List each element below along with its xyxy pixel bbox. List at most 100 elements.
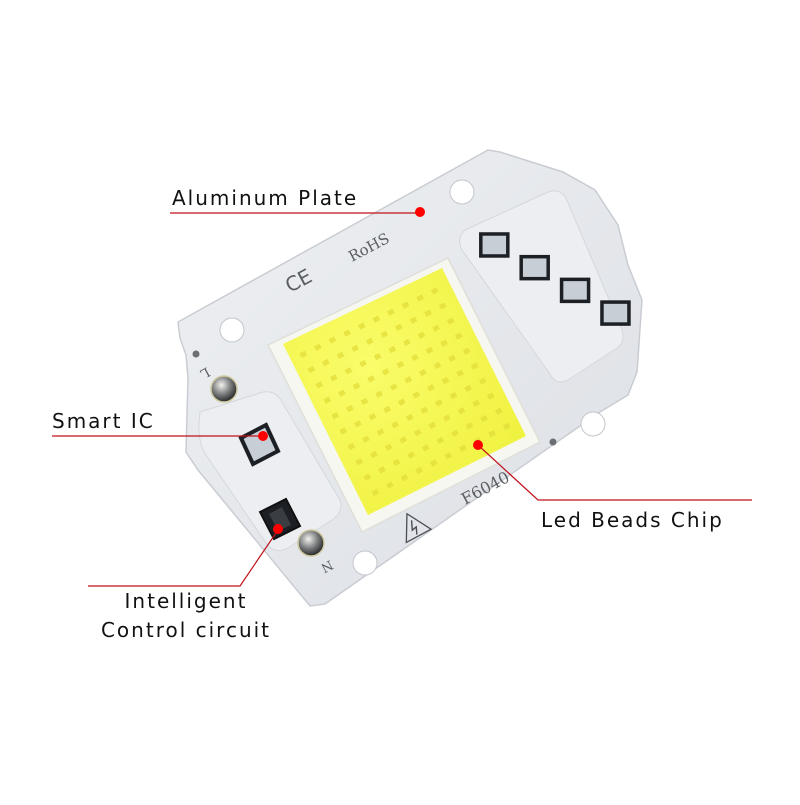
led-bead	[430, 287, 439, 295]
led-bead	[454, 332, 463, 340]
led-bead	[401, 301, 410, 309]
led-bead	[428, 421, 437, 430]
control-circuit-component	[258, 497, 302, 541]
callout-smart-ic: Smart IC	[52, 409, 155, 433]
led-bead	[387, 308, 395, 316]
led-bead	[419, 368, 427, 377]
led-bead	[420, 406, 429, 414]
led-bead	[336, 351, 345, 360]
led-bead	[417, 331, 426, 339]
led-bead	[338, 389, 346, 397]
led-bead	[404, 376, 413, 384]
led-bead	[429, 459, 438, 467]
led-bead	[472, 399, 480, 408]
led-bead	[407, 451, 415, 459]
led-bead	[488, 429, 496, 438]
led-emitter	[266, 257, 542, 534]
led-bead	[376, 428, 385, 436]
led-bead	[392, 458, 401, 467]
led-bead	[372, 315, 381, 323]
leader-line-control-circuit	[88, 529, 279, 587]
led-bead	[448, 354, 456, 362]
ic-pad-area	[198, 391, 342, 552]
high-voltage-warning-icon	[405, 512, 433, 544]
led-bead	[367, 375, 375, 383]
leader-dot-aluminum-plate	[415, 207, 425, 217]
led-bead	[380, 330, 389, 338]
led-bead	[330, 374, 338, 382]
led-bead	[386, 481, 394, 489]
callout-led-beads-chip: Led Beads Chip	[541, 508, 724, 532]
callout-aluminum-plate: Aluminum Plate	[172, 186, 359, 210]
led-bead	[365, 337, 374, 345]
led-bead	[397, 398, 406, 406]
led-bead	[400, 474, 409, 482]
led-bead	[409, 316, 418, 324]
led-bead	[465, 422, 474, 430]
led-bead	[424, 309, 432, 317]
led-bead	[478, 377, 487, 385]
led-bead	[383, 405, 391, 414]
led-bead	[413, 428, 422, 437]
led-bead	[396, 360, 405, 369]
led-bead	[446, 317, 455, 325]
led-bead	[502, 422, 511, 430]
led-bead	[323, 396, 332, 404]
led-bead	[486, 392, 495, 400]
led-bead	[331, 412, 340, 420]
callout-intelligent-control-circuit: Intelligent Control circuit	[88, 591, 284, 640]
callout-line-2: Control circuit	[100, 618, 272, 642]
led-bead	[351, 344, 359, 353]
led-bead	[339, 427, 348, 435]
led-bead	[438, 302, 447, 310]
led-bead	[357, 322, 366, 330]
led-bead	[480, 414, 488, 423]
led-bead	[360, 397, 369, 406]
led-bead	[432, 324, 440, 332]
leader-lines	[52, 212, 752, 587]
led-bead	[388, 345, 397, 354]
leader-dot-smart-ic	[258, 431, 268, 441]
led-bead	[415, 466, 423, 475]
led-bead	[389, 383, 398, 391]
leader-dots	[258, 207, 483, 534]
led-bead	[435, 399, 443, 407]
led-bead-grid	[299, 287, 511, 497]
led-bead	[399, 436, 407, 444]
driver-components	[479, 232, 631, 326]
led-bead	[381, 368, 390, 376]
led-bead	[436, 436, 445, 445]
led-bead	[449, 391, 458, 400]
led-bead	[314, 343, 322, 351]
led-bead	[494, 407, 503, 415]
led-bead	[403, 338, 411, 347]
led-bead	[444, 452, 453, 460]
smart-ic-component	[238, 422, 281, 467]
led-bead	[411, 353, 419, 362]
solder-terminal-live	[210, 375, 238, 403]
leader-line-led-beads	[477, 444, 752, 501]
led-bead	[443, 414, 451, 422]
mounting-hole	[219, 317, 245, 343]
led-bead	[346, 404, 354, 413]
led-bead	[299, 350, 308, 358]
led-bead	[328, 336, 337, 344]
led-bead	[416, 294, 424, 302]
led-bead	[378, 466, 386, 474]
led-bead	[315, 381, 324, 389]
led-bead	[355, 458, 364, 466]
led-bead	[375, 390, 383, 398]
led-bead	[462, 347, 471, 355]
led-bead	[363, 473, 372, 481]
led-bead	[343, 329, 351, 337]
callout-line-1: Intelligent	[124, 589, 248, 613]
leader-dot-led-beads	[473, 440, 483, 450]
led-bead	[425, 346, 434, 355]
led-bead	[391, 421, 399, 429]
led-bead	[395, 323, 403, 331]
led-bead	[421, 444, 430, 452]
mounting-hole	[580, 411, 606, 437]
led-bead	[322, 358, 330, 367]
